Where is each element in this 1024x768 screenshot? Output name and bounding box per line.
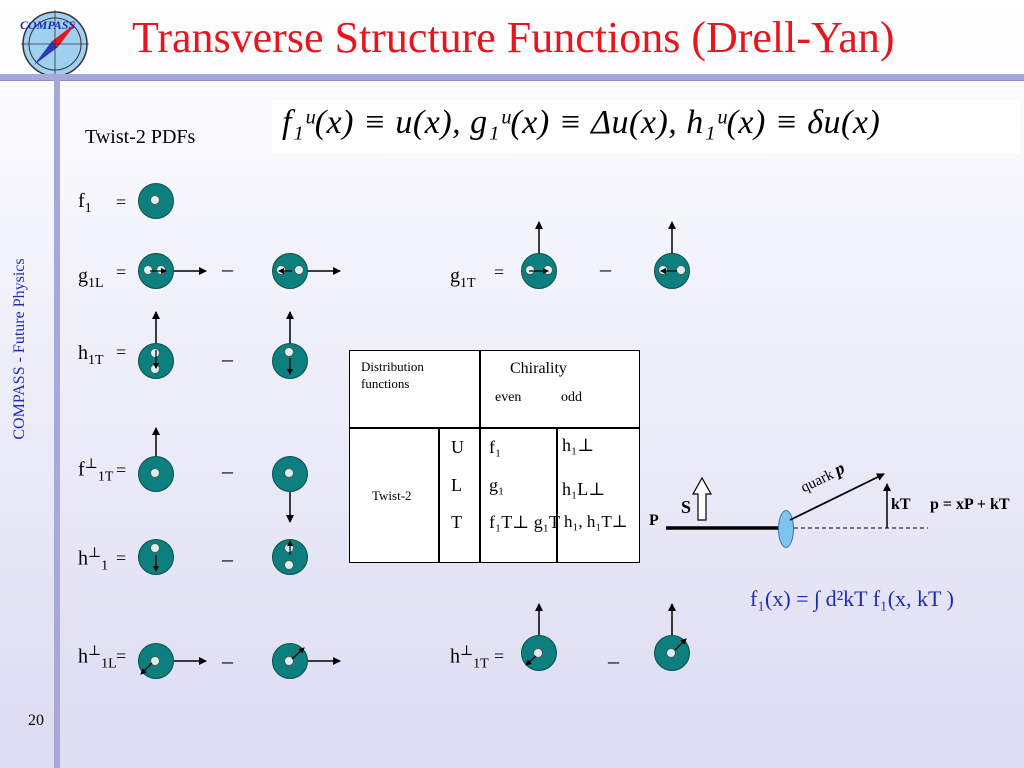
compass-logo: COMPASS (16, 6, 94, 78)
nucleon-ball (138, 539, 174, 575)
nucleon-ball (521, 635, 557, 671)
nucleon-ball (272, 643, 308, 679)
page-title: Transverse Structure Functions (Drell-Ya… (132, 13, 895, 62)
nucleon-ball (272, 343, 308, 379)
nucleon-ball (138, 183, 174, 219)
equals-sign: = (116, 460, 127, 480)
minus-sign: – (222, 458, 233, 483)
minus-sign: – (600, 256, 611, 281)
proton-ellipse (778, 510, 794, 548)
proton-label: P (649, 512, 659, 529)
nucleon-ball (138, 643, 174, 679)
equals-sign: = (494, 646, 505, 666)
row-label: Twist-2 (372, 488, 412, 503)
minus-sign: – (222, 346, 233, 371)
label-h1Tperp: h⊥1T (450, 644, 489, 672)
sidebar-divider (54, 80, 60, 768)
equals-sign: = (116, 548, 127, 568)
odd-u: h₁⊥ (562, 435, 595, 455)
minus-sign: – (608, 648, 619, 673)
label-h1Lperp: h⊥1L (78, 644, 117, 672)
kt-label: kT (891, 496, 911, 513)
nucleon-ball (138, 253, 174, 289)
label-h1T: h1T (78, 342, 104, 368)
page-number: 20 (28, 712, 44, 729)
equals-sign: = (116, 192, 127, 212)
nucleon-ball (272, 253, 308, 289)
nucleon-ball (521, 253, 557, 289)
minus-sign: – (222, 256, 233, 281)
odd-header: odd (561, 390, 582, 405)
nucleon-ball (654, 635, 690, 671)
quark-label: quark p (798, 457, 848, 497)
nucleon-ball (272, 539, 308, 575)
equals-sign: = (116, 262, 127, 282)
table-header-left: Distribution functions (361, 359, 424, 391)
label-g1T: g1T (450, 265, 476, 291)
nucleon-ball (654, 253, 690, 289)
even-u: f₁ (489, 437, 502, 457)
nucleon-ball (138, 456, 174, 492)
pol-u: U (451, 437, 464, 457)
integral-formula: f₁(x) = ∫ d²kT f₁(x, kT ) (750, 586, 954, 611)
equals-sign: = (116, 342, 127, 362)
header-divider (0, 74, 1024, 81)
spin-label: S (681, 497, 692, 517)
odd-l: h₁L⊥ (562, 479, 606, 499)
label-f1: f1 (78, 190, 92, 216)
nucleon-ball (138, 343, 174, 379)
pol-t: T (451, 512, 462, 532)
odd-t: h₁, h₁T⊥ (564, 512, 628, 531)
equals-sign: = (116, 646, 127, 666)
distribution-table: Distribution functions Chirality even od… (349, 350, 640, 563)
formula-box (272, 100, 1020, 154)
minus-sign: – (222, 648, 233, 673)
momentum-relation: p = xP + kT (930, 496, 1010, 513)
pol-l: L (451, 475, 462, 495)
sidebar-text: COMPASS - Future Physics (11, 258, 28, 440)
label-f1Tperp: f⊥1T (78, 457, 114, 485)
nucleon-ball (272, 456, 308, 492)
pdf-formula: f₁ᵘ(x) ≡ u(x), g₁ᵘ(x) ≡ Δu(x), h₁ᵘ(x) ≡ … (282, 104, 881, 141)
even-header: even (495, 390, 522, 405)
even-l: g₁ (489, 475, 505, 495)
chirality-header: Chirality (510, 360, 567, 377)
even-t: f₁T⊥ g₁T (489, 512, 560, 532)
label-g1L: g1L (78, 265, 104, 291)
twist-label: Twist-2 PDFs (85, 126, 196, 148)
logo-text: COMPASS (20, 18, 76, 32)
minus-sign: – (222, 546, 233, 571)
label-h1perp: h⊥1 (78, 546, 109, 574)
equals-sign: = (494, 262, 505, 282)
